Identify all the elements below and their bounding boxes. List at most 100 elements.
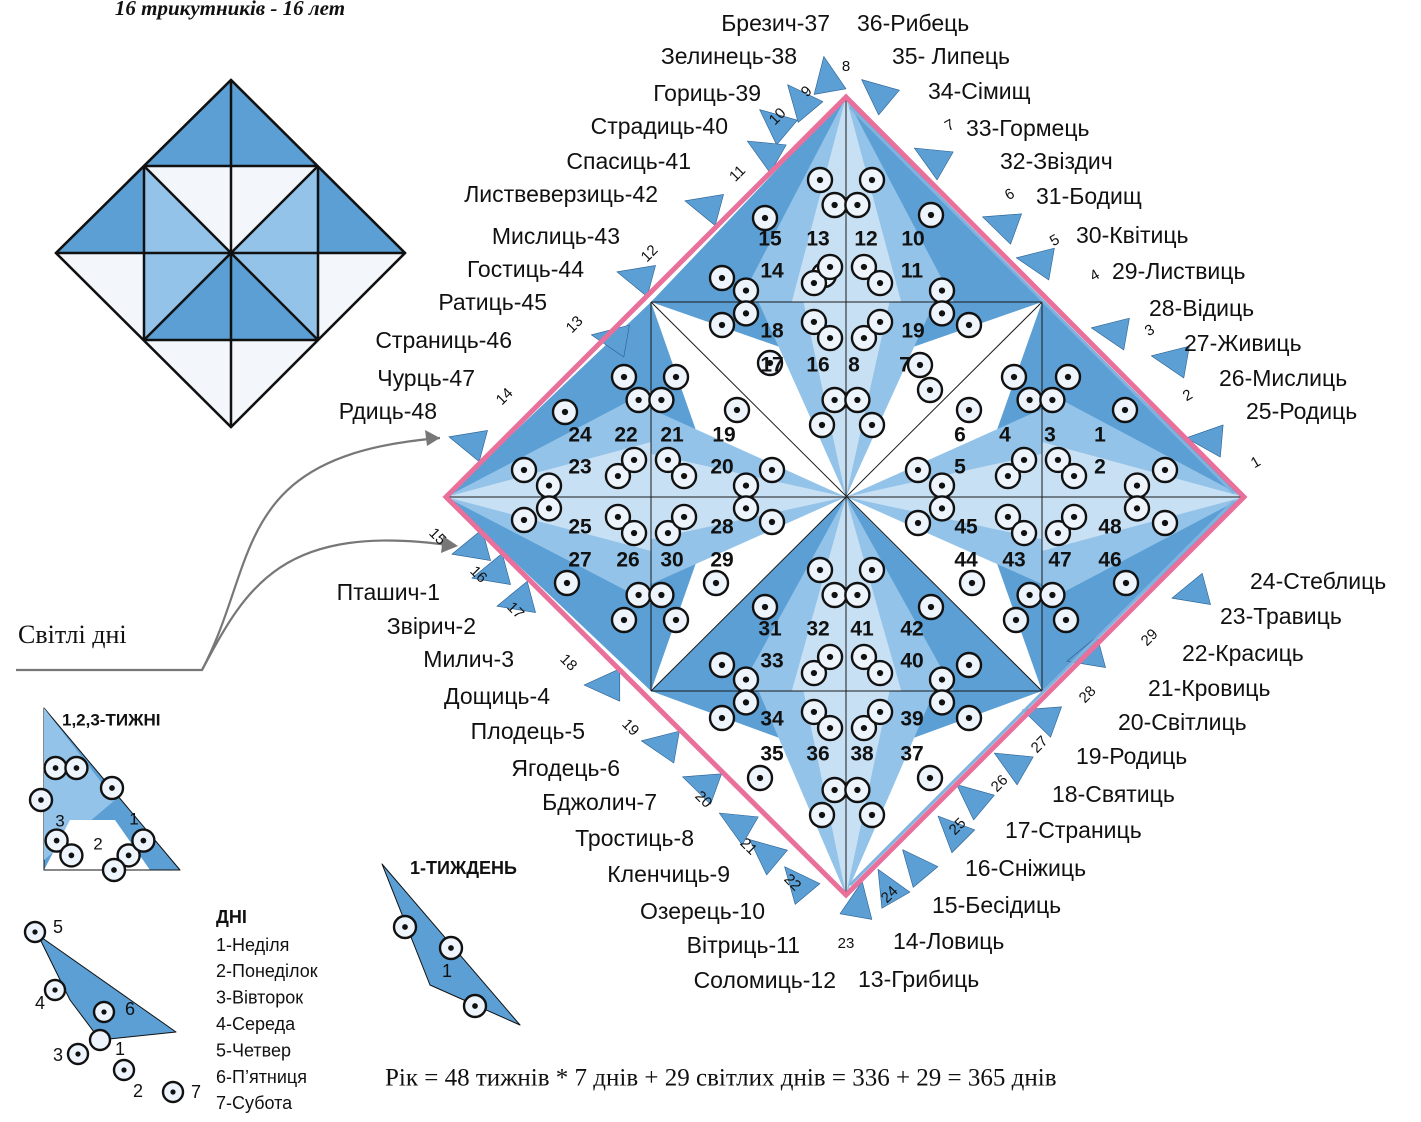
week-name-left: Плодець-5 [471,718,585,744]
day-marker-icon [708,311,736,339]
week-name-right: 30-Квітиць [1076,222,1189,248]
triangle-number: 45 [954,516,978,539]
pink-border [442,93,1248,899]
triangle-number: 10 [901,228,924,251]
light-day-tab [684,194,724,226]
legend-day-num: 4 [35,993,45,1013]
double-day-marker-icon [625,386,675,414]
double-day-marker-icon [800,643,844,687]
week-name-right: 25-Родиць [1246,398,1357,424]
double-day-marker-icon [732,277,760,327]
legend-day-item: 4-Середа [216,1014,296,1034]
week-name-right: 20-Світлиць [1118,709,1247,735]
week-name-right: 15-Бесідиць [932,892,1061,918]
triangle-number: 28 [710,516,734,539]
week-name-right: 18-Святиць [1052,781,1175,807]
week-name-right: 32-Звіздич [1000,148,1113,174]
double-day-marker-icon [654,503,698,547]
day-marker-icon [662,363,690,391]
week-name-right: 13-Грибиць [858,966,979,992]
double-day-marker-icon [535,472,563,522]
week-name-left: Брезич-37 [721,10,830,36]
double-day-marker-icon [850,308,894,352]
triangle-number: 30 [660,549,683,572]
week-name-left: Гориць-39 [653,80,761,106]
double-day-marker-icon [1123,472,1151,522]
day-marker-icon [723,396,751,424]
light-day-tab [746,140,787,174]
day-marker-icon [662,606,690,634]
day-marker-icon [101,857,127,883]
light-day-number: 12 [638,242,662,266]
triangle-number: 38 [850,743,874,766]
day-marker-icon [43,978,67,1002]
triangle-number: 16 [806,354,829,377]
light-day-tab [813,56,847,95]
day-marker-icon [916,376,944,404]
week-name-right: 35- Липець [892,43,1010,69]
triangle-number: 19 [712,424,735,447]
day-marker-icon [112,1058,136,1082]
day-marker-icon [92,1000,116,1024]
week-name-right: 17-Страниць [1005,817,1142,843]
triangle-number: 13 [806,228,829,251]
legend-day-num: 7 [191,1082,201,1102]
light-day-tab [956,784,995,821]
day-marker-icon [808,411,836,439]
week-name-left: Ратиць-45 [438,289,547,315]
double-day-marker-icon [604,446,648,490]
day-marker-icon [1151,456,1179,484]
day-marker-icon [958,569,986,597]
day-marker-icon [917,201,945,229]
legend-day-num: 6 [125,999,135,1019]
week-name-left: Озерець-10 [640,898,765,924]
light-day-number: 3 [1142,321,1158,340]
light-day-tab [1151,345,1190,379]
light-day-tab [682,773,722,805]
legend-days-title: ДНІ [216,907,247,927]
formula-text: Рік = 48 тижнів * 7 днів + 29 світлих дн… [385,1065,1057,1092]
light-day-number: 28 [1076,683,1100,707]
triangle-number: 23 [568,456,591,479]
legend-week1-num: 1 [442,961,452,981]
day-marker-icon [708,651,736,679]
light-day-tab [861,79,900,116]
legend-day-item: 2-Понеділок [216,961,318,981]
day-marker-icon [610,363,638,391]
day-marker-icon [510,506,538,534]
day-marker-icon [904,456,932,484]
light-day-tab [1171,573,1211,605]
triangle-number: 43 [1002,549,1025,572]
light-day-tab [1091,317,1130,351]
double-day-marker-icon [800,253,844,297]
double-day-marker-icon [654,446,698,490]
week-name-left: Зелинець-38 [661,43,797,69]
week-name-right: 16-Сніжиць [965,855,1086,881]
day-marker-icon [758,456,786,484]
day-marker-icon [858,411,886,439]
day-marker-icon [23,920,47,944]
day-marker-icon [99,775,125,801]
legend-weeks-mid [44,708,115,860]
legend-weeks-title: 1,2,3-ТИЖНІ [62,710,160,729]
light-day-tab [787,84,824,123]
week-name-right: 22-Красиць [1182,640,1304,666]
day-marker-icon [1111,396,1139,424]
legend-weeks-num: 1 [129,809,138,828]
light-day-number: 19 [618,716,642,740]
day-marker-icon [906,351,934,379]
day-marker-icon [438,935,464,961]
week-name-right: 36-Рибець [857,10,969,36]
triangle-number: 35 [760,743,784,766]
week-name-left: Дощиць-4 [444,683,550,709]
triangle-number: 1 [1094,424,1106,447]
triangle-number: 29 [710,549,733,572]
light-day-tab [641,730,680,764]
double-day-marker-icon [850,698,894,742]
light-day-tab [902,849,939,888]
legend-day-num: 2 [133,1081,143,1101]
day-marker-icon [1151,509,1179,537]
legend-day-num: 5 [53,917,63,937]
week-name-right: 29-Листвиць [1112,258,1245,284]
